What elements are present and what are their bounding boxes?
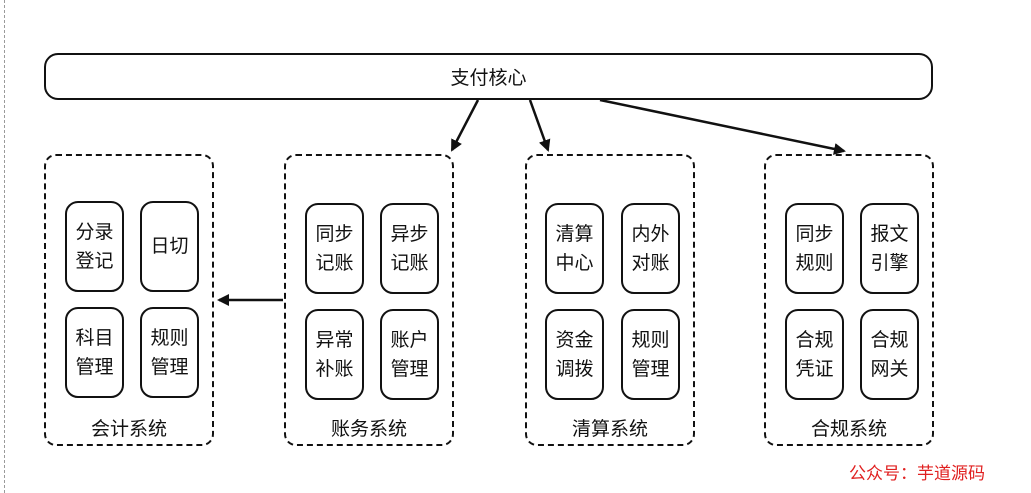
module-line: 报文 [870,222,909,245]
module-async-bookkeeping: 异步 记账 [380,203,439,294]
ledger-system: 同步 记账 异步 记账 异常 补账 账户 管理 账务系统 [284,154,454,446]
module-line: 记账 [315,251,354,274]
module-message-engine: 报文 引擎 [860,203,919,294]
module-line: 网关 [870,357,909,380]
module-line: 管理 [390,357,429,380]
module-account-management: 账户 管理 [380,309,439,400]
system-label: 清算系统 [571,418,648,440]
module-line: 分录 [75,220,114,243]
module-line: 引擎 [870,251,909,274]
payment-core-label: 支付核心 [450,67,527,89]
module-rule-management: 规则 管理 [140,307,199,398]
module-exception-repost: 异常 补账 [305,309,364,400]
module-rule-management: 规则 管理 [621,309,680,400]
module-line: 管理 [75,355,114,378]
module-line: 清算 [555,222,594,245]
module-clearing-center: 清算 中心 [545,203,604,294]
module-subject-management: 科目 管理 [65,307,124,398]
module-line: 规则 [795,251,834,274]
module-line: 规则 [631,328,670,351]
module-compliance-voucher: 合规 凭证 [785,309,844,400]
clearing-system: 清算 中心 内外 对账 资金 调拨 规则 管理 清算系统 [525,154,695,446]
module-line: 异步 [390,222,429,245]
module-line: 对账 [631,251,670,274]
module-line: 合规 [795,328,834,351]
module-fund-transfer: 资金 调拨 [545,309,604,400]
module-line: 科目 [75,326,114,349]
module-line: 合规 [870,328,909,351]
compliance-system: 同步 规则 报文 引擎 合规 凭证 合规 网关 合规系统 [764,154,934,446]
module-line: 调拨 [555,357,594,380]
module-journal-entry: 分录 登记 [65,201,124,292]
arrow-to-ledger [450,99,480,152]
module-line: 补账 [315,357,354,380]
module-line: 规则 [150,326,189,349]
watermark-text: 公众号：芋道源码 [849,464,985,484]
system-label: 合规系统 [810,418,887,440]
module-line: 登记 [75,249,114,272]
left-guide-line [4,0,5,493]
module-sync-bookkeeping: 同步 记账 [305,203,364,294]
arrow-to-compliance [599,98,846,155]
module-line: 异常 [315,328,354,351]
module-line: 中心 [555,251,594,274]
module-line: 内外 [631,222,670,245]
module-line: 同步 [315,222,354,245]
module-line: 资金 [555,328,594,351]
module-line: 管理 [631,357,670,380]
accounting-system: 分录 登记 日切 科目 管理 规则 管理 会计系统 [44,154,214,446]
payment-core-box: 支付核心 [44,53,933,100]
module-line: 管理 [150,355,189,378]
module-sync-rules: 同步 规则 [785,203,844,294]
module-day-cut: 日切 [140,201,199,292]
module-compliance-gateway: 合规 网关 [860,309,919,400]
module-line: 同步 [795,222,834,245]
module-reconciliation: 内外 对账 [621,203,680,294]
module-line: 日切 [150,235,189,257]
module-line: 账户 [390,328,429,351]
module-line: 凭证 [795,357,834,380]
system-label: 账务系统 [330,418,407,440]
module-line: 记账 [390,251,429,274]
system-label: 会计系统 [90,418,167,440]
arrow-to-clearing [528,99,551,152]
